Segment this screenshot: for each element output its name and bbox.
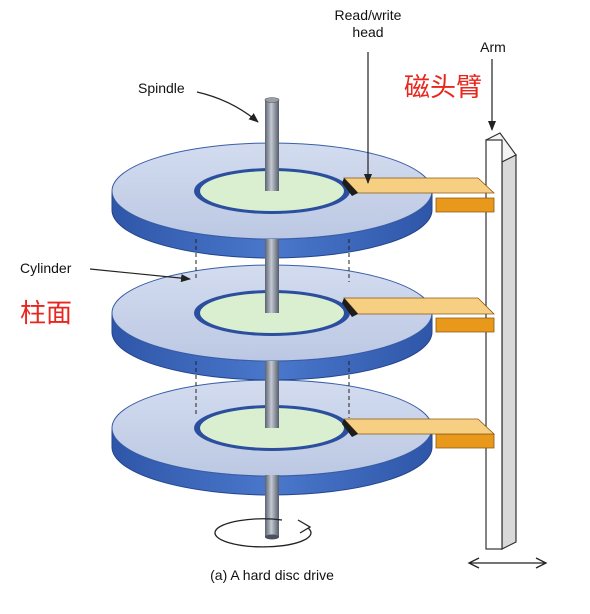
- rotation-arrow-icon: [214, 518, 312, 548]
- spindle-segment: [265, 376, 279, 428]
- spindle-leader: [196, 91, 259, 123]
- cylinder-label: Cylinder: [20, 260, 72, 276]
- arm-chinese-annotation: 磁头臂: [404, 72, 482, 102]
- spindle-segment: [265, 262, 279, 313]
- spindle-segment: [265, 239, 279, 263]
- cylinder-chinese-annotation: 柱面: [20, 298, 72, 328]
- read-write-head-label-line2: head: [352, 24, 383, 40]
- arm-movement-arrow-icon: [467, 557, 548, 569]
- spindle-segment: [265, 361, 279, 383]
- spindle-base: [265, 475, 279, 540]
- spindle-label: Spindle: [138, 80, 185, 96]
- arm-column: [485, 132, 517, 550]
- arm-label: Arm: [480, 39, 506, 55]
- read-write-head-label-line1: Read/write: [335, 7, 402, 23]
- head-assembly-middle: [342, 297, 495, 333]
- head-assembly-bottom: [342, 418, 496, 449]
- cylinder-leader: [89, 268, 191, 283]
- cylinder-dashed-lines: [195, 239, 350, 418]
- spindle-top: [264, 97, 280, 191]
- figure-caption: (a) A hard disc drive: [210, 567, 334, 583]
- head-assembly-top: [342, 177, 496, 213]
